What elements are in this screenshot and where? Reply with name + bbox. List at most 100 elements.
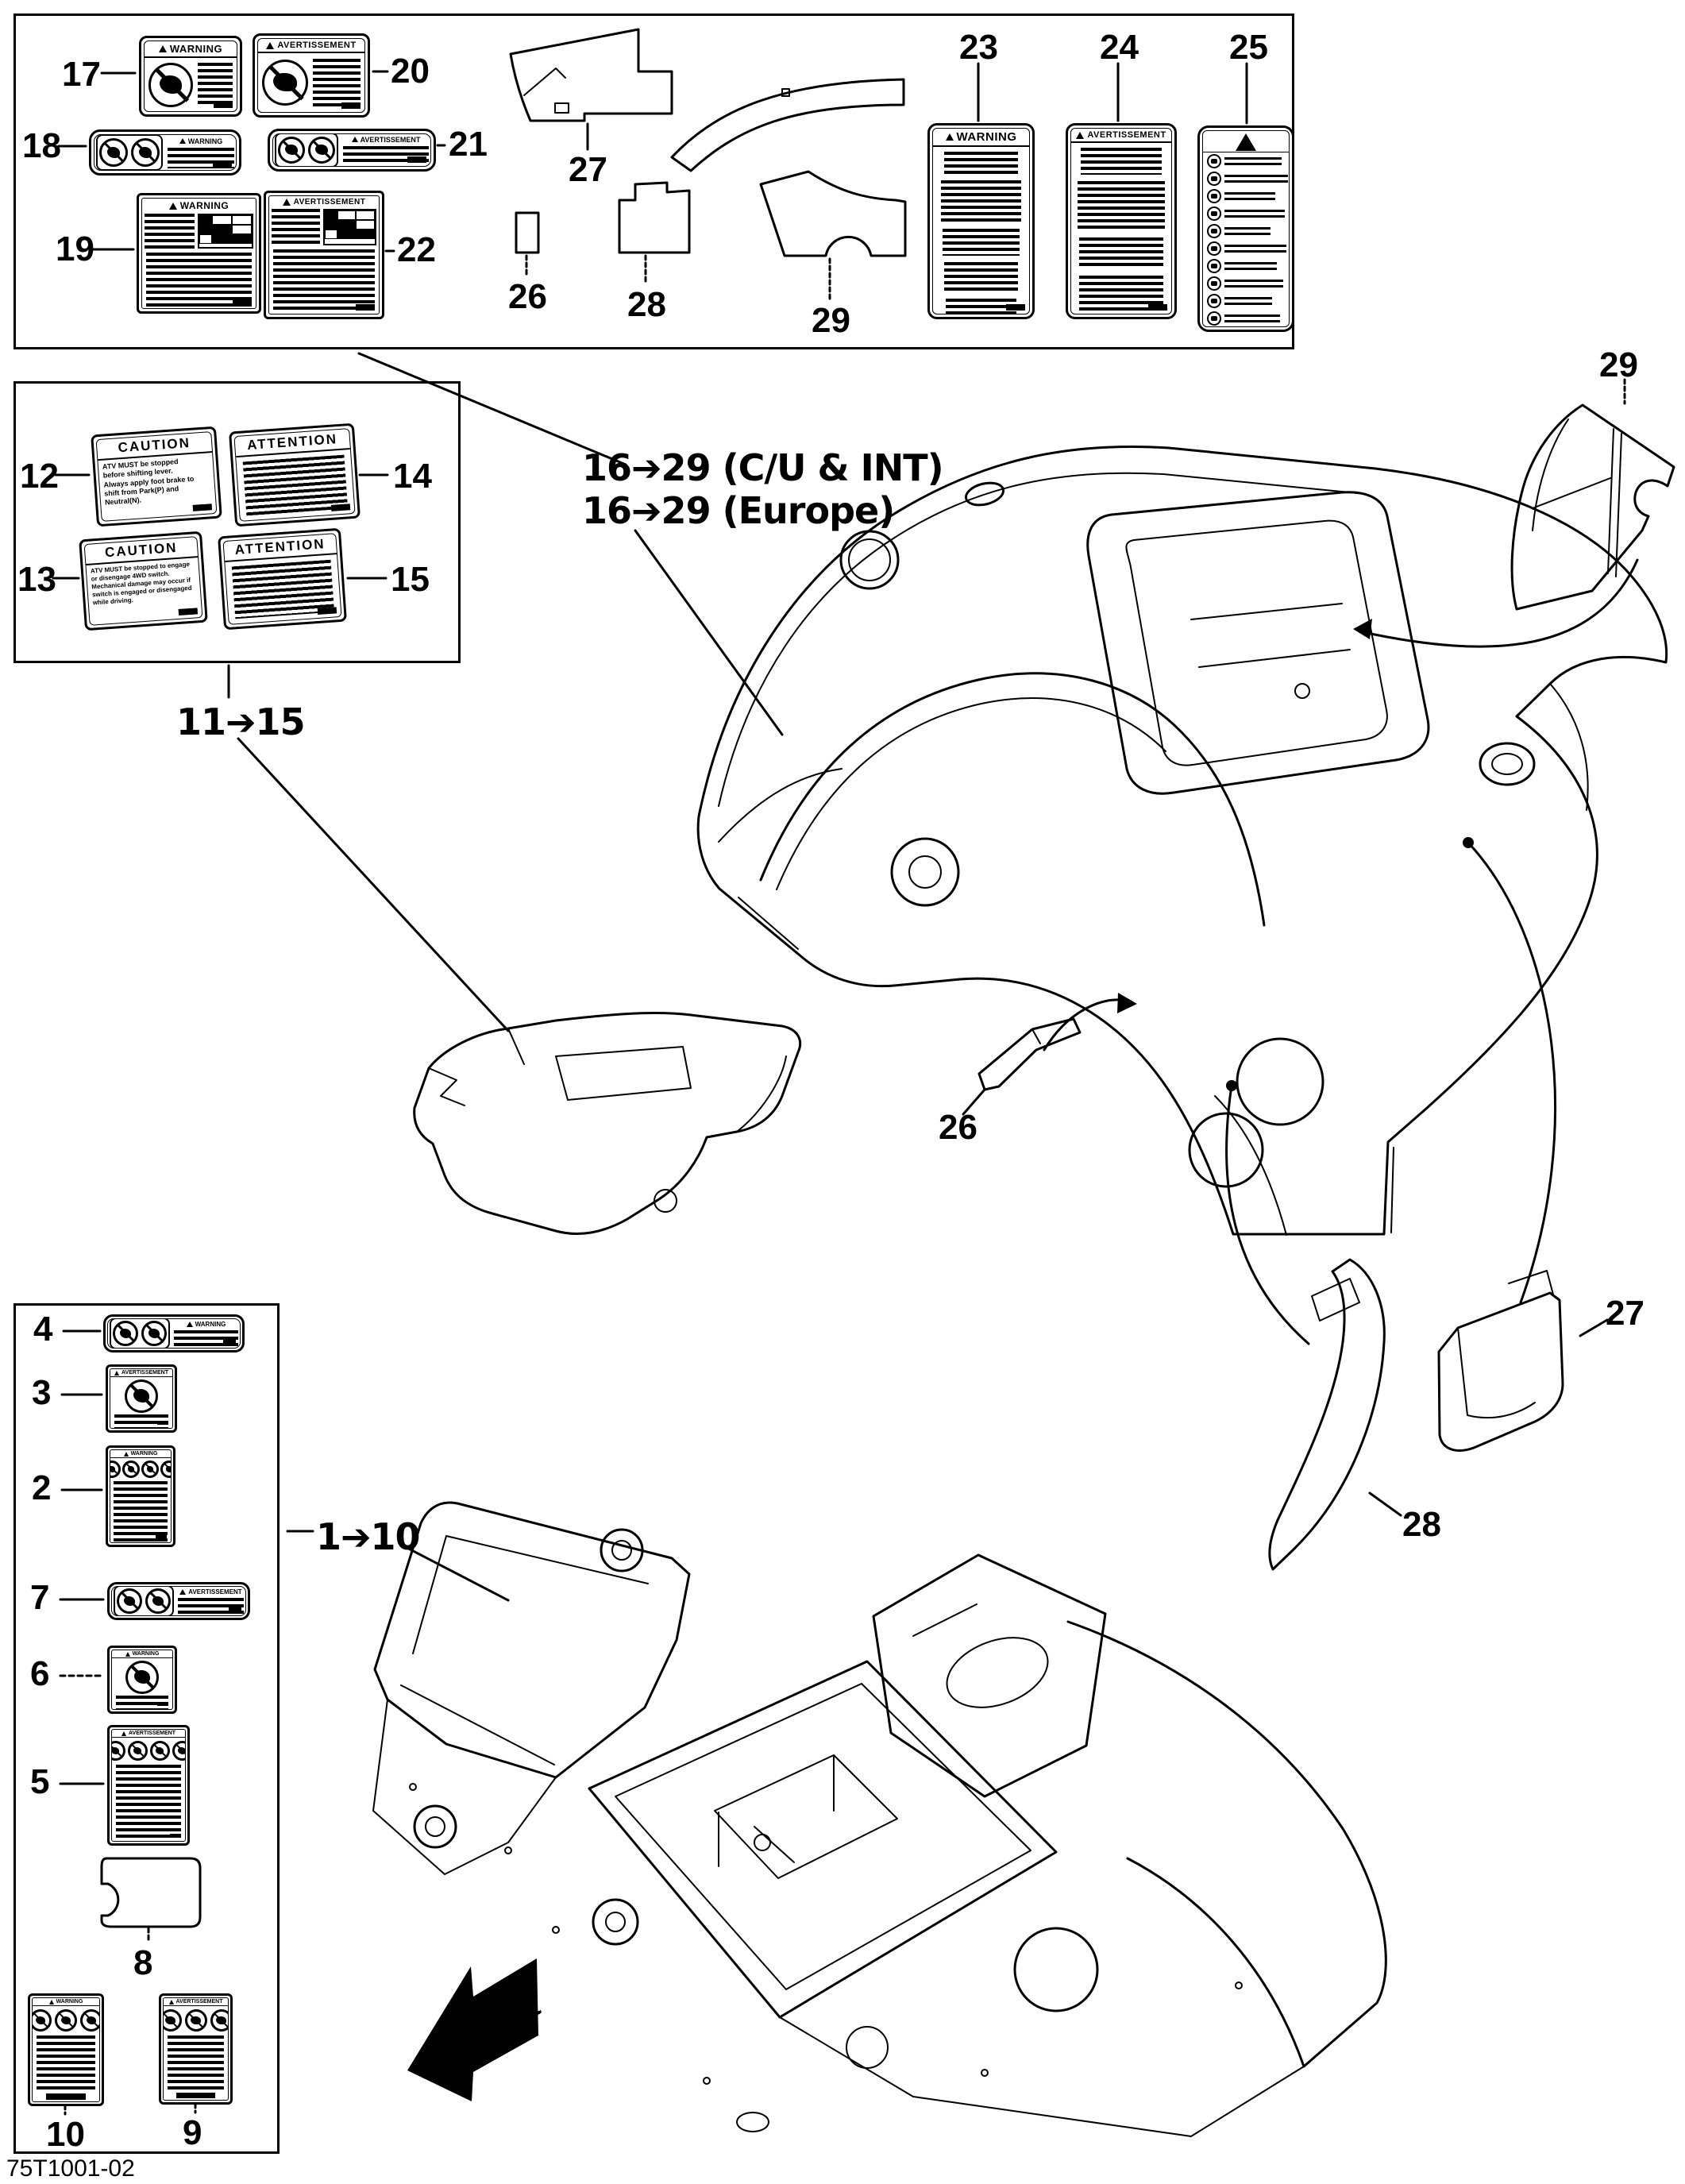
callout-12: 12 xyxy=(20,457,59,496)
part-number-chip xyxy=(214,102,233,108)
fine-print xyxy=(1224,245,1286,253)
fine-print xyxy=(174,1330,238,1346)
pictogram-icon xyxy=(149,1741,170,1761)
decal-14: ATTENTION xyxy=(229,423,361,527)
lang-badge-icon xyxy=(1207,224,1221,238)
part-number-chip xyxy=(1148,304,1167,311)
decal-18-header-text: WARNING xyxy=(187,137,223,145)
callout-19: 19 xyxy=(56,230,94,268)
callout-4: 4 xyxy=(33,1310,53,1349)
decal-7-header: AVERTISSEMENT xyxy=(178,1588,244,1596)
pictogram-icon xyxy=(164,2009,182,2032)
front-direction-label: Front Avant xyxy=(423,1951,569,2074)
lang-row xyxy=(1207,294,1285,308)
lang-row xyxy=(1207,189,1285,203)
decal-7-header-text: AVERTISSEMENT xyxy=(188,1588,242,1596)
decal-4: WARNING xyxy=(103,1314,245,1352)
decal-4-header: WARNING xyxy=(174,1321,238,1328)
lang-row xyxy=(1207,154,1285,168)
decal-17-header: WARNING xyxy=(145,41,237,58)
part-27-3d xyxy=(1437,1291,1564,1452)
warning-triangle-icon xyxy=(121,1731,126,1736)
decal-9-header: AVERTISSEMENT xyxy=(164,1998,228,2006)
fine-print xyxy=(1224,297,1272,305)
fine-print xyxy=(1081,148,1162,175)
decal-7-inner: AVERTISSEMENT xyxy=(111,1586,246,1616)
part-number-chip xyxy=(213,160,232,167)
decal-2: WARNING xyxy=(106,1445,175,1547)
pictogram-icon xyxy=(141,1461,159,1478)
part-number-chip xyxy=(229,1607,241,1612)
callout-20: 20 xyxy=(391,52,430,91)
decal-13-header-text: CAUTION xyxy=(104,539,179,561)
fine-print xyxy=(1224,210,1285,218)
decal-12-header-text: CAUTION xyxy=(117,434,191,456)
lang-row xyxy=(1207,311,1285,326)
lang-badge-icon xyxy=(1207,276,1221,291)
fine-print xyxy=(114,1481,168,1542)
callout-15: 15 xyxy=(391,560,430,599)
decal-12-text: ATV MUST be stopped before shifting leve… xyxy=(98,453,215,510)
lang-badge-icon xyxy=(1207,172,1221,186)
apply-note-top: 16➔29 (C/U & INT) 16➔29 (Europe) xyxy=(582,446,944,533)
fine-print xyxy=(116,1696,168,1709)
warning-triangle-icon xyxy=(179,138,186,144)
lang-badge-icon xyxy=(1207,241,1221,256)
decal-5-inner: AVERTISSEMENT xyxy=(111,1729,186,1842)
lang-badge-icon xyxy=(1207,259,1221,273)
fine-print xyxy=(1224,192,1275,200)
no-rider-pictogram-icon xyxy=(125,1661,159,1694)
callout-25: 25 xyxy=(1229,28,1268,67)
callout-28-top: 28 xyxy=(627,285,666,324)
decal-9-pictograms xyxy=(164,2006,228,2035)
decal-3: AVERTISSEMENT xyxy=(106,1364,177,1433)
decal-14-inner: ATTENTION xyxy=(233,428,356,522)
warning-triangle-icon xyxy=(1076,131,1085,139)
pictogram-icon xyxy=(110,1461,121,1478)
part-number-chip xyxy=(178,608,199,615)
decal-20-inner: AVERTISSEMENT xyxy=(257,38,365,113)
part-number-chip xyxy=(157,1421,168,1425)
part-number-chip xyxy=(356,304,375,311)
no-passenger-pictogram-icon xyxy=(141,1321,167,1346)
decal-13-text: ATV MUST be stopped to engage or disenga… xyxy=(86,558,201,610)
fine-print xyxy=(273,249,375,312)
decal-21: AVERTISSEMENT xyxy=(268,129,436,172)
decal-6-header-text: WARNING xyxy=(132,1651,160,1657)
pictogram-icon xyxy=(55,2009,77,2032)
decal-9: AVERTISSEMENT xyxy=(159,1993,233,2105)
callout-8: 8 xyxy=(133,1943,153,1982)
callout-10: 10 xyxy=(46,2115,85,2154)
console-panel-drawing xyxy=(413,1012,802,1235)
callout-17: 17 xyxy=(62,55,101,94)
helmet-pictogram-icon xyxy=(99,138,128,167)
part-26-3d xyxy=(977,1017,1082,1091)
decal-3-header: AVERTISSEMENT xyxy=(110,1369,172,1377)
part-number-chip xyxy=(156,1535,167,1539)
fine-print xyxy=(272,209,320,245)
part-number-chip xyxy=(233,299,252,305)
decal-24-header-text: AVERTISSEMENT xyxy=(1087,130,1166,140)
no-passenger-pictogram-icon xyxy=(308,137,335,164)
callout-13: 13 xyxy=(17,560,56,599)
sheet-number: 75T1001-02 xyxy=(6,2155,135,2182)
decal-17-body xyxy=(145,58,237,111)
lang-badge-icon xyxy=(1207,311,1221,326)
warning-triangle-icon xyxy=(179,1589,187,1595)
part-number-chip xyxy=(341,102,361,109)
decal-19-upper xyxy=(142,211,256,251)
decal-24-header: AVERTISSEMENT xyxy=(1071,129,1171,143)
leader-lines xyxy=(52,62,1639,2116)
decal-21-pictograms xyxy=(275,134,338,166)
decal-4-pictograms xyxy=(110,1319,170,1348)
warning-triangle-icon xyxy=(125,1651,130,1657)
decal-3-header-text: AVERTISSEMENT xyxy=(121,1370,168,1376)
detached-parts-3d xyxy=(977,403,1675,1571)
decal-21-header-text: AVERTISSEMENT xyxy=(360,135,421,144)
decal-group-box-mid xyxy=(13,381,461,663)
decal-14-header-text: ATTENTION xyxy=(246,431,338,453)
callout-5: 5 xyxy=(30,1762,50,1801)
warning-triangle-icon xyxy=(168,1999,174,2005)
lang-row xyxy=(1207,224,1285,238)
